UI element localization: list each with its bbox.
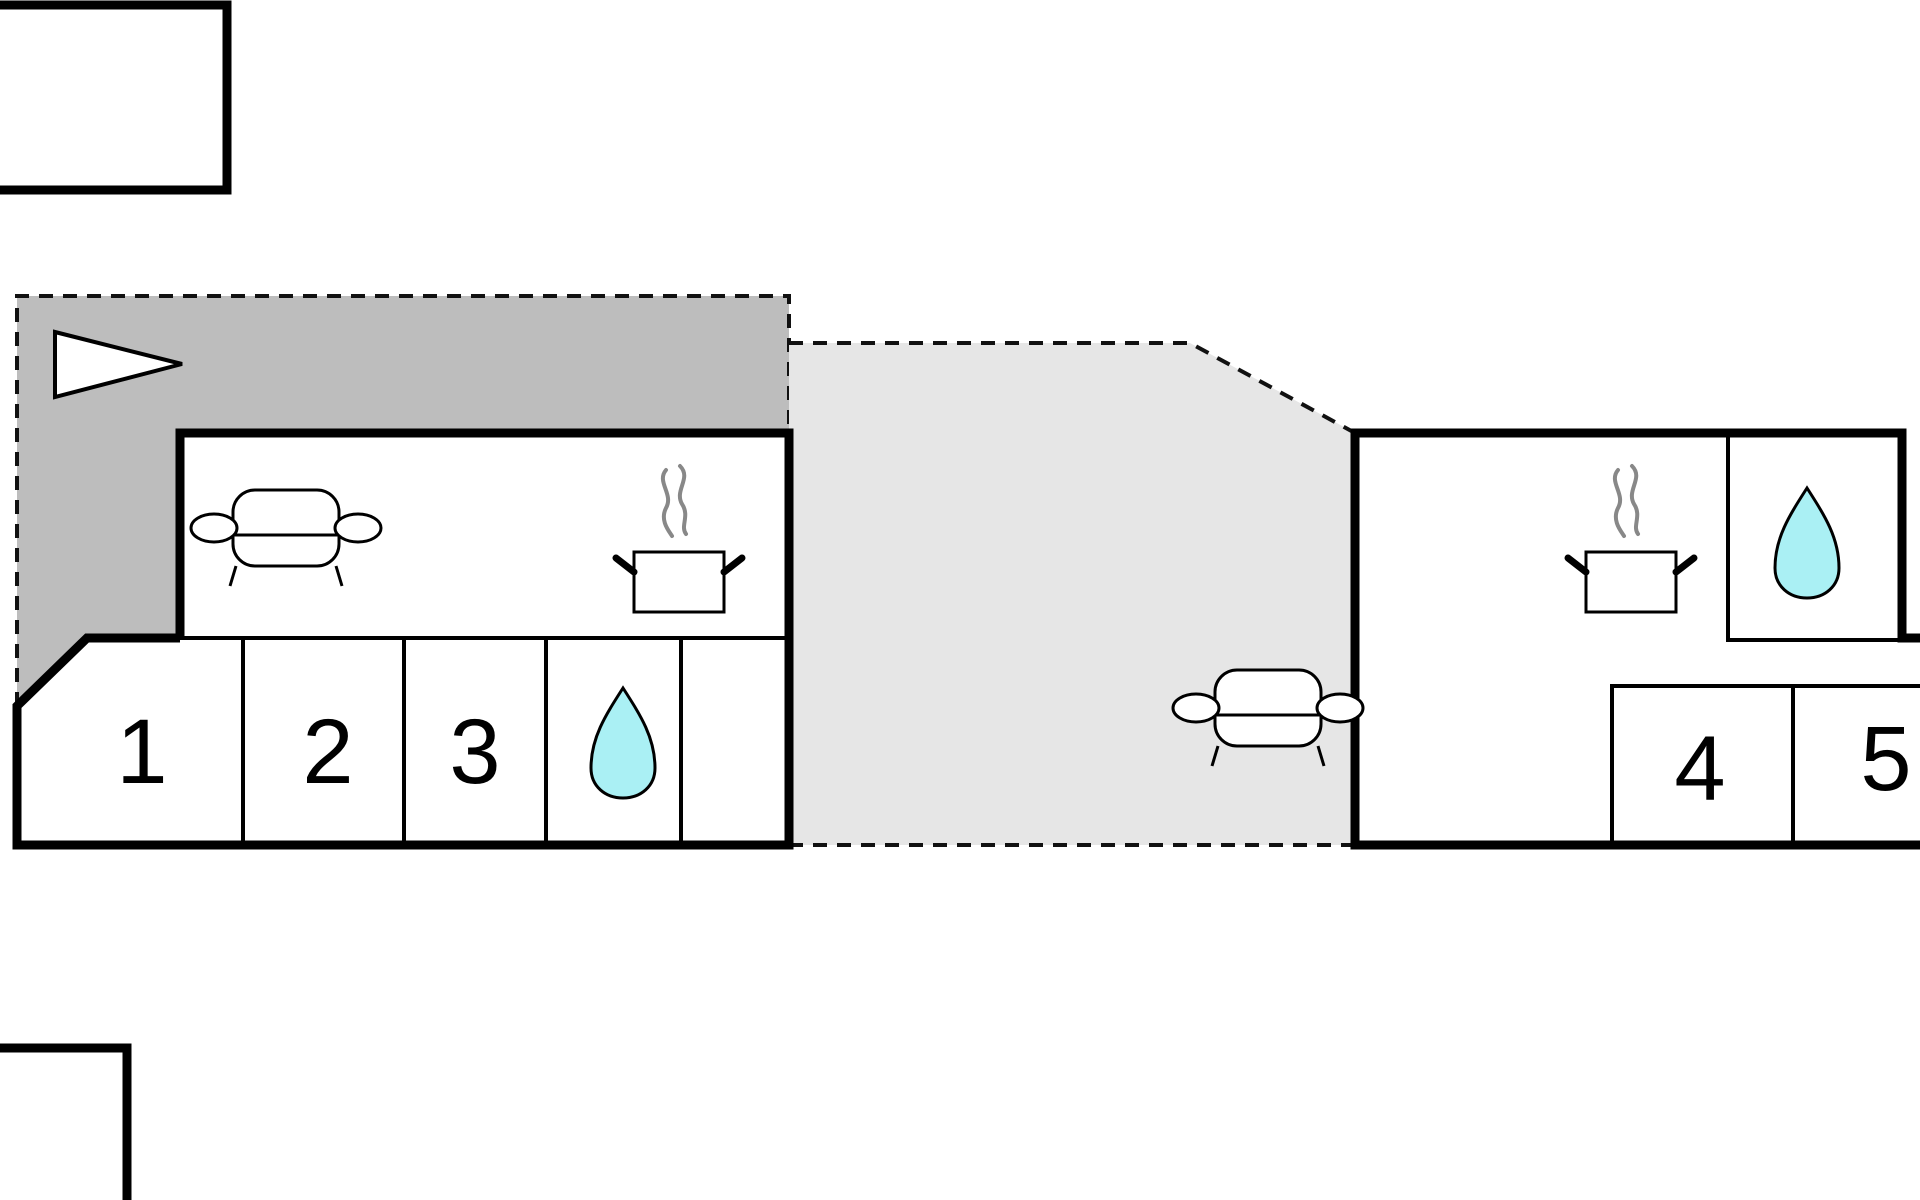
building-1-partitions <box>180 636 789 845</box>
room-number-2: 2 <box>302 701 353 803</box>
outbuilding-bottom-left <box>0 1043 132 1200</box>
room-number-5: 5 <box>1860 708 1911 810</box>
direction-arrow-icon <box>53 329 183 400</box>
room-number-3: 3 <box>449 701 500 803</box>
terrace-light-outline <box>789 341 1356 847</box>
room-number-1: 1 <box>116 701 167 803</box>
room-number-4: 4 <box>1674 718 1725 820</box>
terrace-light <box>789 343 1355 845</box>
outbuilding-top-left <box>0 0 232 195</box>
terrace-dark <box>17 296 789 706</box>
building-2-partitions <box>1610 433 1920 845</box>
building-2-wall <box>1350 428 1920 850</box>
